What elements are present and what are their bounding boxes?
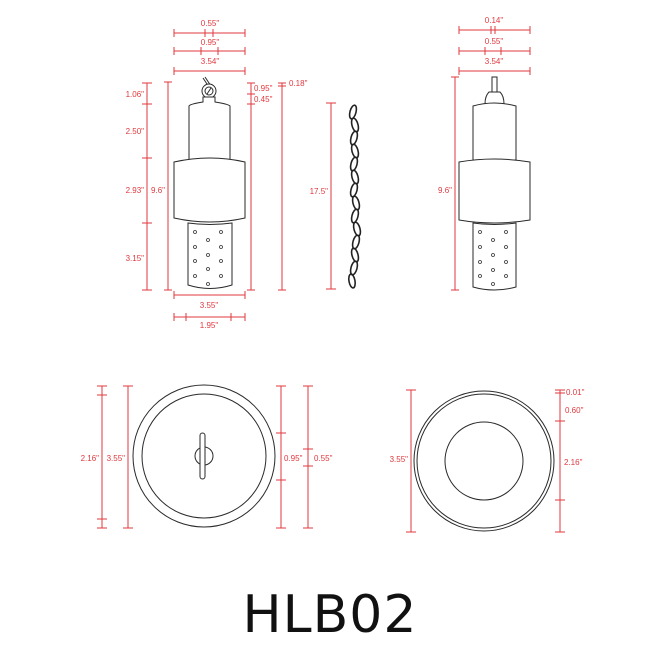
bottom-view-circles bbox=[413, 390, 555, 532]
front-view: 0.55" 0.95" 3.54" 1.06" 2.50" 2.93" 3.15… bbox=[126, 19, 308, 330]
dim-label: 3.54" bbox=[201, 57, 220, 66]
dim-label: 17.5" bbox=[310, 187, 329, 196]
dim-label: 3.15" bbox=[126, 254, 145, 263]
chain-icon bbox=[348, 104, 362, 289]
front-top-dimensions: 0.55" 0.95" 3.54" bbox=[173, 19, 246, 75]
perforation-holes bbox=[193, 230, 223, 286]
dim-label: 3.55" bbox=[390, 455, 409, 464]
top-right-dimensions: 0.95" 0.55" bbox=[276, 385, 333, 529]
dim-label: 1.95" bbox=[200, 321, 219, 330]
dim-label: 2.16" bbox=[564, 458, 583, 467]
dim-label: 2.93" bbox=[126, 186, 145, 195]
dim-label: 9.6" bbox=[151, 186, 165, 195]
lamp-side-body bbox=[458, 76, 531, 291]
front-right-dimensions: 0.95" 0.45" 0.18" bbox=[247, 79, 308, 291]
dim-label: 3.55" bbox=[107, 454, 126, 463]
side-top-dimensions: 0.14" 0.55" 3.54" bbox=[458, 16, 531, 75]
dim-label: 0.14" bbox=[485, 16, 504, 25]
dim-label: 0.01" bbox=[566, 388, 585, 397]
dim-label: 0.55" bbox=[314, 454, 333, 463]
top-left-dimensions: 2.16" 3.55" bbox=[81, 385, 133, 529]
front-left-dimensions: 1.06" 2.50" 2.93" 3.15" 9.6" bbox=[126, 81, 172, 291]
side-height-dimension: 9.6" bbox=[438, 76, 459, 291]
dim-label: 0.60" bbox=[565, 406, 584, 415]
dim-label: 3.55" bbox=[200, 301, 219, 310]
side-view: 0.14" 0.55" 3.54" 9.6" bbox=[438, 16, 531, 291]
chain-view: 17.5" bbox=[310, 102, 362, 290]
front-bottom-dimensions: 3.55" 1.95" bbox=[173, 291, 246, 330]
dim-label: 1.06" bbox=[126, 90, 145, 99]
top-view: 2.16" 3.55" 0.95" 0.55" bbox=[81, 384, 333, 529]
dim-label: 3.54" bbox=[485, 57, 504, 66]
top-view-circles bbox=[132, 384, 276, 528]
dim-label: 2.16" bbox=[81, 454, 100, 463]
bottom-left-dimensions: 3.55" bbox=[390, 389, 416, 533]
perforation-holes bbox=[478, 230, 508, 286]
model-title: HLB02 bbox=[242, 585, 418, 645]
dim-label: 9.6" bbox=[438, 186, 452, 195]
dim-label: 0.45" bbox=[254, 95, 273, 104]
bottom-right-dimensions: 0.01" 0.60" 2.16" bbox=[555, 388, 585, 533]
dim-label: 0.95" bbox=[284, 454, 303, 463]
dim-label: 0.55" bbox=[485, 37, 504, 46]
dim-label: 0.55" bbox=[201, 19, 220, 28]
dim-label: 0.18" bbox=[289, 79, 308, 88]
lamp-front-body bbox=[173, 76, 246, 289]
dim-label: 0.95" bbox=[254, 84, 273, 93]
bottom-view: 3.55" 0.01" 0.60" 2.16" bbox=[390, 388, 585, 533]
dim-label: 0.95" bbox=[201, 38, 220, 47]
dim-label: 2.50" bbox=[126, 127, 145, 136]
